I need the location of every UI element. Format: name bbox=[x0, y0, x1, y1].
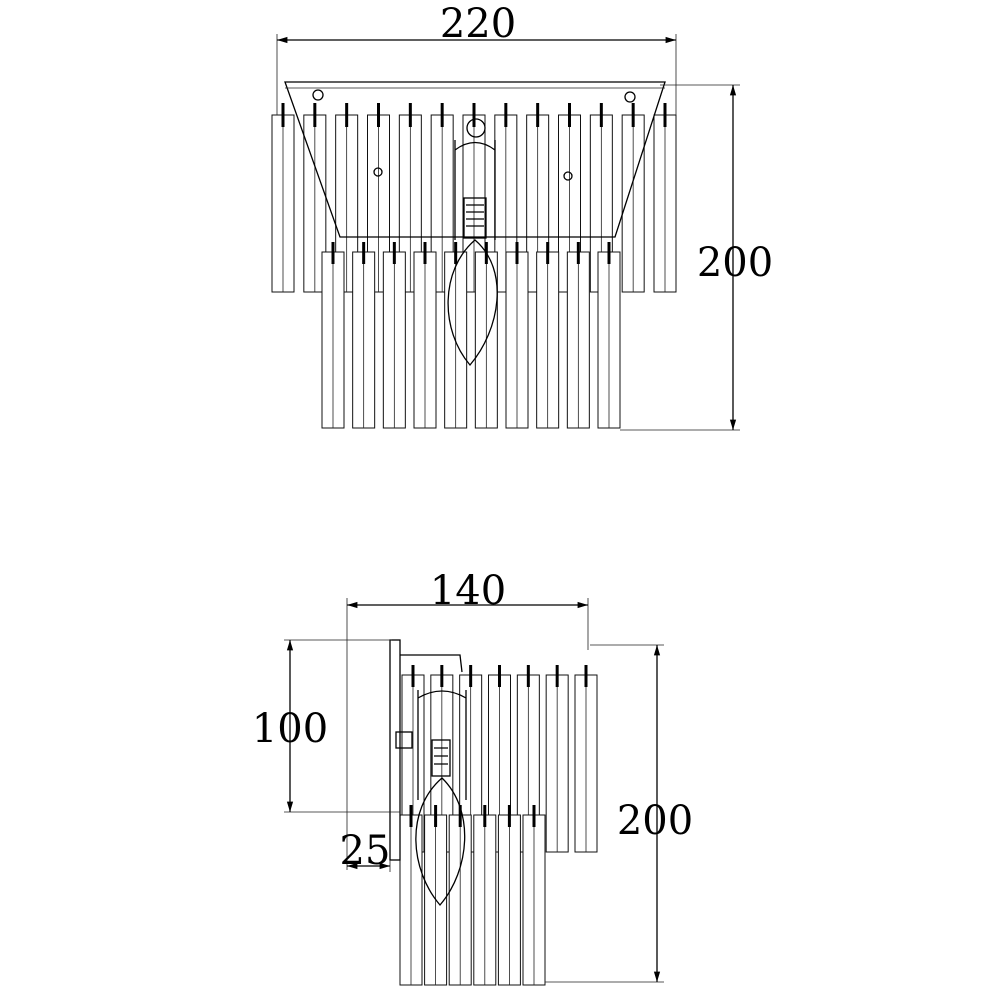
front-upper-rods bbox=[271, 103, 677, 293]
front-view: 220 200 bbox=[271, 1, 773, 431]
mount-hole-left bbox=[312, 89, 324, 101]
height-dimension-label: 200 bbox=[697, 240, 773, 286]
width-dimension-label: 220 bbox=[440, 1, 516, 47]
front-lower-rods bbox=[321, 242, 621, 429]
mount-hole-right bbox=[624, 91, 636, 103]
mount-height-dimension-label: 100 bbox=[252, 706, 328, 752]
side-bulb-icon bbox=[415, 690, 467, 906]
wall-plate bbox=[389, 639, 401, 861]
side-lower-rods bbox=[399, 805, 546, 986]
bulb-icon bbox=[447, 118, 498, 366]
junction-box bbox=[395, 731, 413, 749]
depth-dimension-label: 140 bbox=[430, 568, 506, 614]
plate-depth-dimension-label: 25 bbox=[340, 828, 391, 874]
side-view: 140 100 200 25 bbox=[252, 568, 693, 986]
front-frame bbox=[284, 81, 666, 238]
side-height-dimension-label: 200 bbox=[617, 798, 693, 844]
